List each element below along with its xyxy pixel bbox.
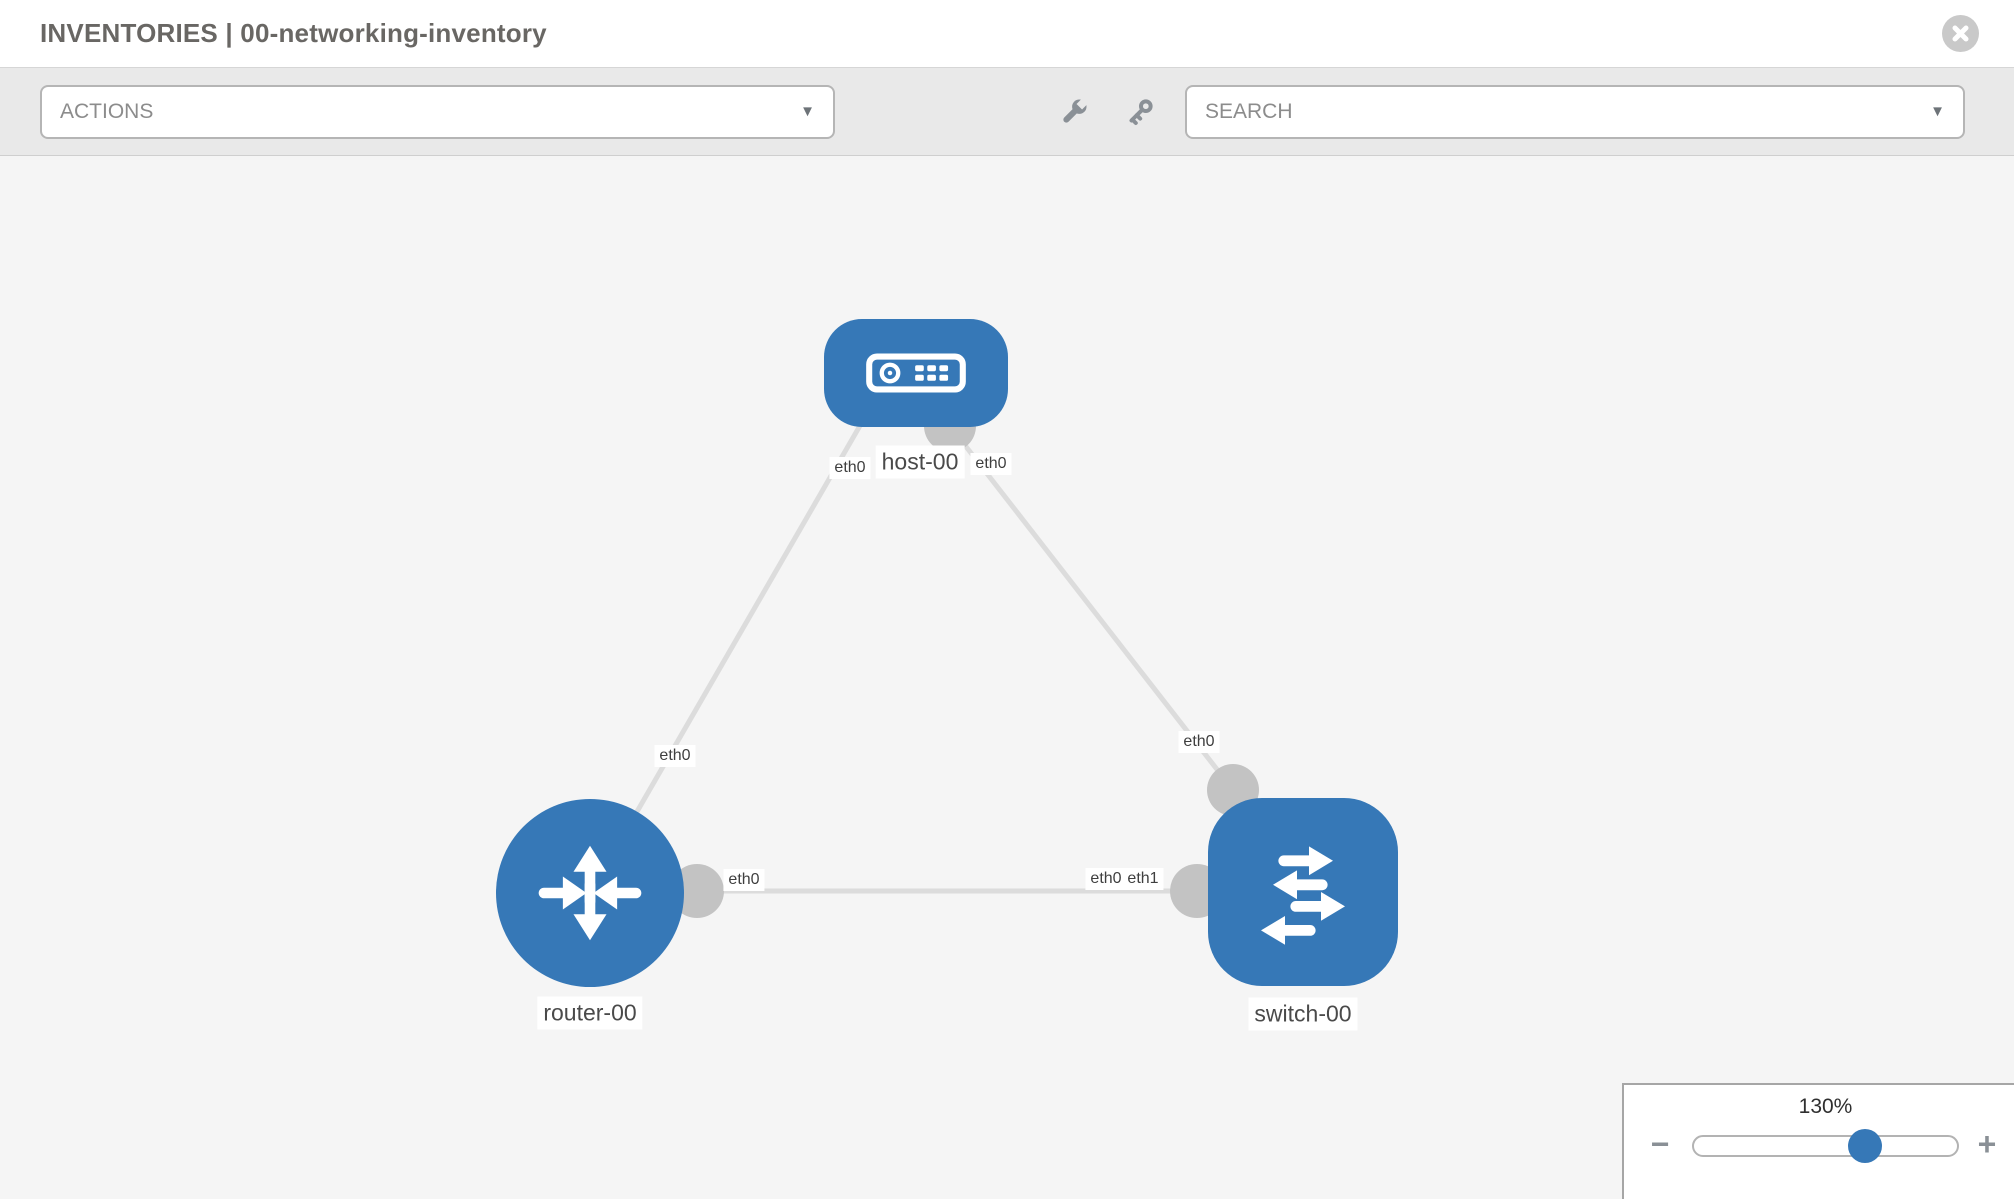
switch-icon bbox=[1261, 846, 1345, 945]
chevron-down-icon: ▼ bbox=[800, 102, 815, 120]
iface-label-host-right: eth0 bbox=[970, 453, 1012, 475]
wrench-icon bbox=[1063, 96, 1090, 123]
zoom-slider-knob[interactable] bbox=[1848, 1129, 1882, 1163]
close-icon bbox=[1952, 25, 1969, 42]
node-switch-00[interactable] bbox=[1208, 798, 1398, 986]
page-title: INVENTORIES | 00-networking-inventory bbox=[40, 18, 547, 48]
key-button[interactable] bbox=[1121, 93, 1159, 131]
search-dropdown[interactable]: SEARCH ▼ bbox=[1185, 84, 1965, 139]
iface-label-switch-left-eth1: eth1 bbox=[1122, 868, 1164, 890]
host-icon bbox=[866, 353, 966, 393]
iface-label-switch-left-eth0: eth0 bbox=[1085, 868, 1127, 890]
iface-label-switch-to-host: eth0 bbox=[1178, 731, 1220, 753]
iface-label-host-left: eth0 bbox=[829, 457, 871, 479]
search-dropdown-label: SEARCH bbox=[1205, 99, 1293, 123]
links-layer bbox=[587, 389, 1259, 918]
zoom-panel: 130% − + bbox=[1622, 1083, 2014, 1199]
topology-canvas[interactable]: host-00 router-00 switch-00 eth0 eth0 et… bbox=[0, 156, 2014, 1199]
key-icon bbox=[1129, 98, 1153, 125]
zoom-slider-track[interactable] bbox=[1692, 1135, 1959, 1157]
node-host-00[interactable] bbox=[824, 319, 1008, 427]
node-router-00[interactable] bbox=[496, 799, 684, 987]
zoom-out-button[interactable]: − bbox=[1650, 1126, 1670, 1162]
iface-label-router-to-host: eth0 bbox=[654, 745, 696, 767]
router-icon bbox=[538, 845, 642, 941]
zoom-level-value: 130% bbox=[1798, 1095, 1853, 1118]
actions-dropdown-label: ACTIONS bbox=[60, 99, 154, 123]
node-label-switch: switch-00 bbox=[1248, 997, 1358, 1031]
node-label-host: host-00 bbox=[875, 445, 965, 479]
close-button[interactable] bbox=[1942, 15, 1979, 52]
header-bar: INVENTORIES | 00-networking-inventory bbox=[0, 0, 2014, 68]
anchor-router-right bbox=[670, 864, 724, 918]
actions-dropdown[interactable]: ACTIONS ▼ bbox=[40, 84, 835, 139]
zoom-in-button[interactable]: + bbox=[1977, 1126, 1997, 1162]
configure-button[interactable] bbox=[1055, 93, 1093, 131]
iface-label-router-right: eth0 bbox=[723, 869, 765, 891]
toolbar: ACTIONS ▼ SEARCH ▼ bbox=[0, 68, 2014, 156]
chevron-down-icon: ▼ bbox=[1930, 102, 1945, 120]
link-host-switch[interactable] bbox=[948, 424, 1235, 792]
node-label-router: router-00 bbox=[537, 996, 643, 1030]
